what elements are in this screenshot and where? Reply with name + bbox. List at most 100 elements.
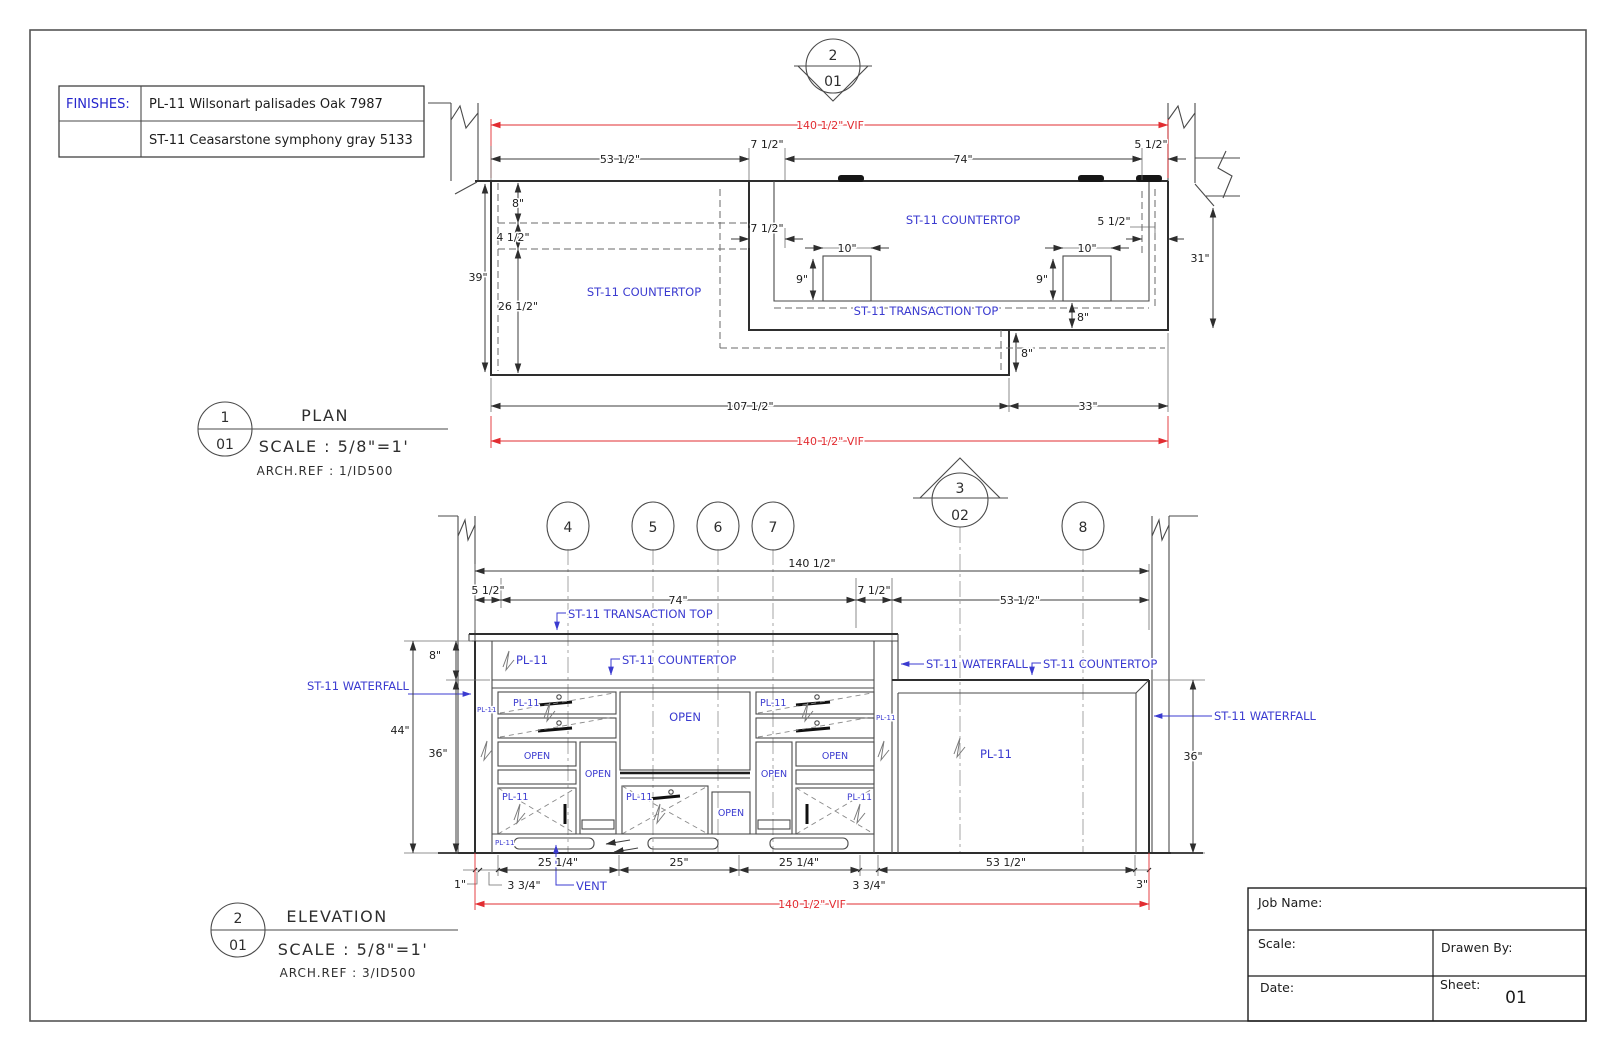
elev-dim-25: 25" <box>669 856 688 869</box>
plan-left-dimensions: 39" 8" 4 1/2" 26 1/2" <box>467 182 540 374</box>
label-open: OPEN <box>718 808 744 819</box>
grain-mark <box>953 737 966 758</box>
plan-dim-9l: 9" <box>796 273 808 286</box>
elevation-cabinet-labels: PL-11 PL-11 OPEN OPEN OPEN OPEN OPEN OPE… <box>476 652 1014 849</box>
grommet-3 <box>1136 175 1162 182</box>
label-vent: VENT <box>576 879 608 893</box>
plan-dashed-lines <box>497 183 1165 373</box>
elev-dim-53b: 53 1/2" <box>986 856 1026 869</box>
plan-dim-107: 107 1/2" <box>726 400 773 413</box>
elev-dim-53: 53 1/2" <box>1000 594 1040 607</box>
elev-dim-1: 1" <box>454 878 466 891</box>
vent-arrow-1 <box>605 839 631 846</box>
plan-callout-title: PLAN <box>301 406 349 425</box>
grid-bubble-7: 7 <box>769 520 778 536</box>
elev-dim-74: 74" <box>668 594 687 607</box>
plan-callout: 1 01 PLAN SCALE : 5/8"=1' ARCH.REF : 1/I… <box>197 401 448 480</box>
finishes-title: FINISHES: <box>66 97 130 112</box>
label-pl11-panel: PL-11 <box>980 747 1012 761</box>
plan-label-countertop-left: ST-11 COUNTERTOP <box>587 285 701 299</box>
label-pl11: PL-11 <box>760 698 786 709</box>
title-scale: Scale: <box>1258 936 1296 951</box>
title-date: Date: <box>1260 980 1294 995</box>
grain-mark <box>513 803 526 824</box>
plan-callout-number: 1 <box>221 410 230 426</box>
elev-dim-36l: 36" <box>428 747 447 760</box>
plan-dim-gap5: 5 1/2" <box>1097 215 1130 228</box>
plan-label-transaction-top: ST-11 TRANSACTION TOP <box>854 304 999 318</box>
section-marker-number: 3 <box>956 481 965 497</box>
plan-dim-74: 74" <box>953 153 972 166</box>
elev-callout-ref: ARCH.REF : 3/ID500 <box>280 966 417 980</box>
plan-callout-sheet: 01 <box>216 437 234 453</box>
label-open: OPEN <box>669 710 701 724</box>
plan-dim-10l: 10" <box>837 242 856 255</box>
detail-marker-top: 2 01 <box>794 38 872 102</box>
sheet-border <box>29 29 1587 1022</box>
elev-callout-title: ELEVATION <box>286 907 387 926</box>
grommet-2 <box>1078 175 1104 182</box>
plan-counter-outline <box>475 175 1169 376</box>
plan-dim-9r: 9" <box>1036 273 1048 286</box>
plan-inner-dimensions: 7 1/2" 5 1/2" 10" 10" 9" 9" 8" 8" 31" <box>731 207 1217 373</box>
elevation-top-dimensions: 140 1/2" 5 1/2" 74" 7 1/2" 53 1/2" <box>470 556 1150 648</box>
elev-callout-number: 2 <box>234 911 243 927</box>
grid-bubble-6: 6 <box>714 520 723 536</box>
elevation-left-dimensions: 8" 44" 36" <box>389 640 490 854</box>
plan-top-dimensions: 140 1/2" VIF 53 1/2" 7 1/2" 74" 5 1/2" <box>490 118 1186 180</box>
elev-dim-334a: 3 3/4" <box>507 879 540 892</box>
elevation-desk <box>468 633 1150 853</box>
label-pl11: PL-11 <box>502 792 528 803</box>
plan-dim-vif-bottom: 140 1/2" VIF <box>796 435 864 448</box>
label-waterfall-right: ST-11 WATERFALL <box>1214 709 1317 723</box>
label-open: OPEN <box>761 769 787 780</box>
elevation-centerlines <box>567 527 1084 853</box>
grain-mark <box>877 740 890 761</box>
elev-dim-2514a: 25 1/4" <box>538 856 578 869</box>
elevation-bottom-dimensions: 25 1/4" 25" 25 1/4" 53 1/2" 1" 3 3/4" 3 … <box>452 853 1152 913</box>
plan-callout-scale: SCALE : 5/8"=1' <box>259 437 409 456</box>
title-block: Job Name: Scale: Drawen By: Date: Sheet:… <box>1247 887 1587 1022</box>
elevation-right-dimension: 36" <box>1153 679 1205 854</box>
detail-top-number: 2 <box>829 48 838 64</box>
elev-dim-overall: 140 1/2" <box>788 557 835 570</box>
grain-mark <box>480 740 493 761</box>
elevation-view: 4 5 6 7 8 3 02 <box>306 457 1319 913</box>
label-transaction-top: ST-11 TRANSACTION TOP <box>568 607 713 621</box>
elev-callout-sheet: 01 <box>229 938 247 954</box>
plan-dim-8: 8" <box>512 197 524 210</box>
grid-bubbles: 4 5 6 7 8 <box>546 501 1105 551</box>
elev-dim-334b: 3 3/4" <box>852 879 885 892</box>
label-pl11: PL-11 <box>847 793 872 803</box>
elev-dim-36r: 36" <box>1183 750 1202 763</box>
elev-dim-5: 5 1/2" <box>471 584 504 597</box>
elevation-callout: 2 01 ELEVATION SCALE : 5/8"=1' ARCH.REF … <box>210 902 458 982</box>
grain-mark <box>653 803 666 824</box>
finish-row-st11: ST-11 Ceasarstone symphony gray 5133 <box>149 133 413 148</box>
elev-dim-44: 44" <box>390 724 409 737</box>
plan-dim-8b: 8" <box>1077 311 1089 324</box>
finishes-table: FINISHES: PL-11 Wilsonart palisades Oak … <box>58 85 425 158</box>
label-open: OPEN <box>524 751 550 762</box>
plan-dim-26: 26 1/2" <box>498 300 538 313</box>
label-open: OPEN <box>822 751 848 762</box>
elevation-annotations: ST-11 TRANSACTION TOP ST-11 COUNTERTOP S… <box>306 606 1319 895</box>
elev-dim-2514b: 25 1/4" <box>779 856 819 869</box>
finish-row-pl11: PL-11 Wilsonart palisades Oak 7987 <box>149 97 383 112</box>
plan-view: ST-11 COUNTERTOP ST-11 COUNTERTOP ST-11 … <box>428 102 1240 450</box>
grommet-1 <box>838 175 864 182</box>
grid-bubble-5: 5 <box>649 520 658 536</box>
plan-callout-ref: ARCH.REF : 1/ID500 <box>257 464 394 478</box>
title-sheet: Sheet: <box>1440 977 1480 992</box>
label-open: OPEN <box>585 769 611 780</box>
detail-top-sheet: 01 <box>824 74 842 90</box>
title-job-name: Job Name: <box>1257 895 1322 910</box>
elev-callout-scale: SCALE : 5/8"=1' <box>278 940 428 959</box>
label-waterfall-left: ST-11 WATERFALL <box>307 679 410 693</box>
plan-label-countertop-right: ST-11 COUNTERTOP <box>906 213 1020 227</box>
label-pl11: PL-11 <box>513 698 539 709</box>
grain-mark <box>853 803 866 824</box>
label-pl11: PL-11 <box>626 792 652 803</box>
elevation-cabinets <box>480 650 966 854</box>
plan-dim-31: 31" <box>1190 252 1209 265</box>
